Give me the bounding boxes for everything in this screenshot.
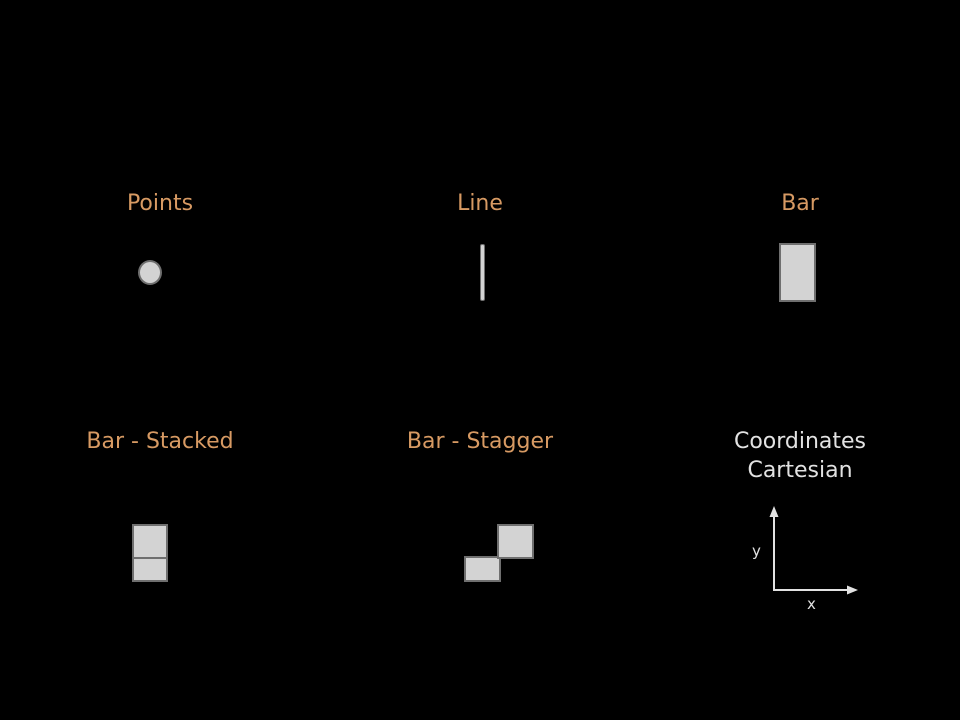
coordinates-title: Coordinates (733, 429, 867, 454)
line-glyph (480, 244, 485, 301)
y-axis-arrowhead (769, 506, 779, 517)
bar-glyph (779, 243, 816, 302)
line-title: Line (457, 191, 503, 216)
bar-title: Bar (781, 191, 819, 216)
bar-stacked-title: Bar - Stacked (86, 429, 234, 454)
stagger-bar-low (464, 556, 501, 582)
point-glyph (138, 260, 162, 285)
stagger-bar-high (497, 524, 534, 559)
coordinates-subtitle: Cartesian (747, 458, 853, 483)
stacked-bar-bottom-segment (132, 557, 168, 582)
x-axis-label: x (807, 595, 816, 613)
cartesian-axes-icon: y x (752, 506, 858, 613)
stacked-bar-top-segment (132, 524, 168, 559)
bar-stagger-title: Bar - Stagger (406, 429, 554, 454)
x-axis-arrowhead (847, 585, 858, 595)
points-title: Points (126, 191, 194, 216)
y-axis-label: y (752, 542, 761, 560)
